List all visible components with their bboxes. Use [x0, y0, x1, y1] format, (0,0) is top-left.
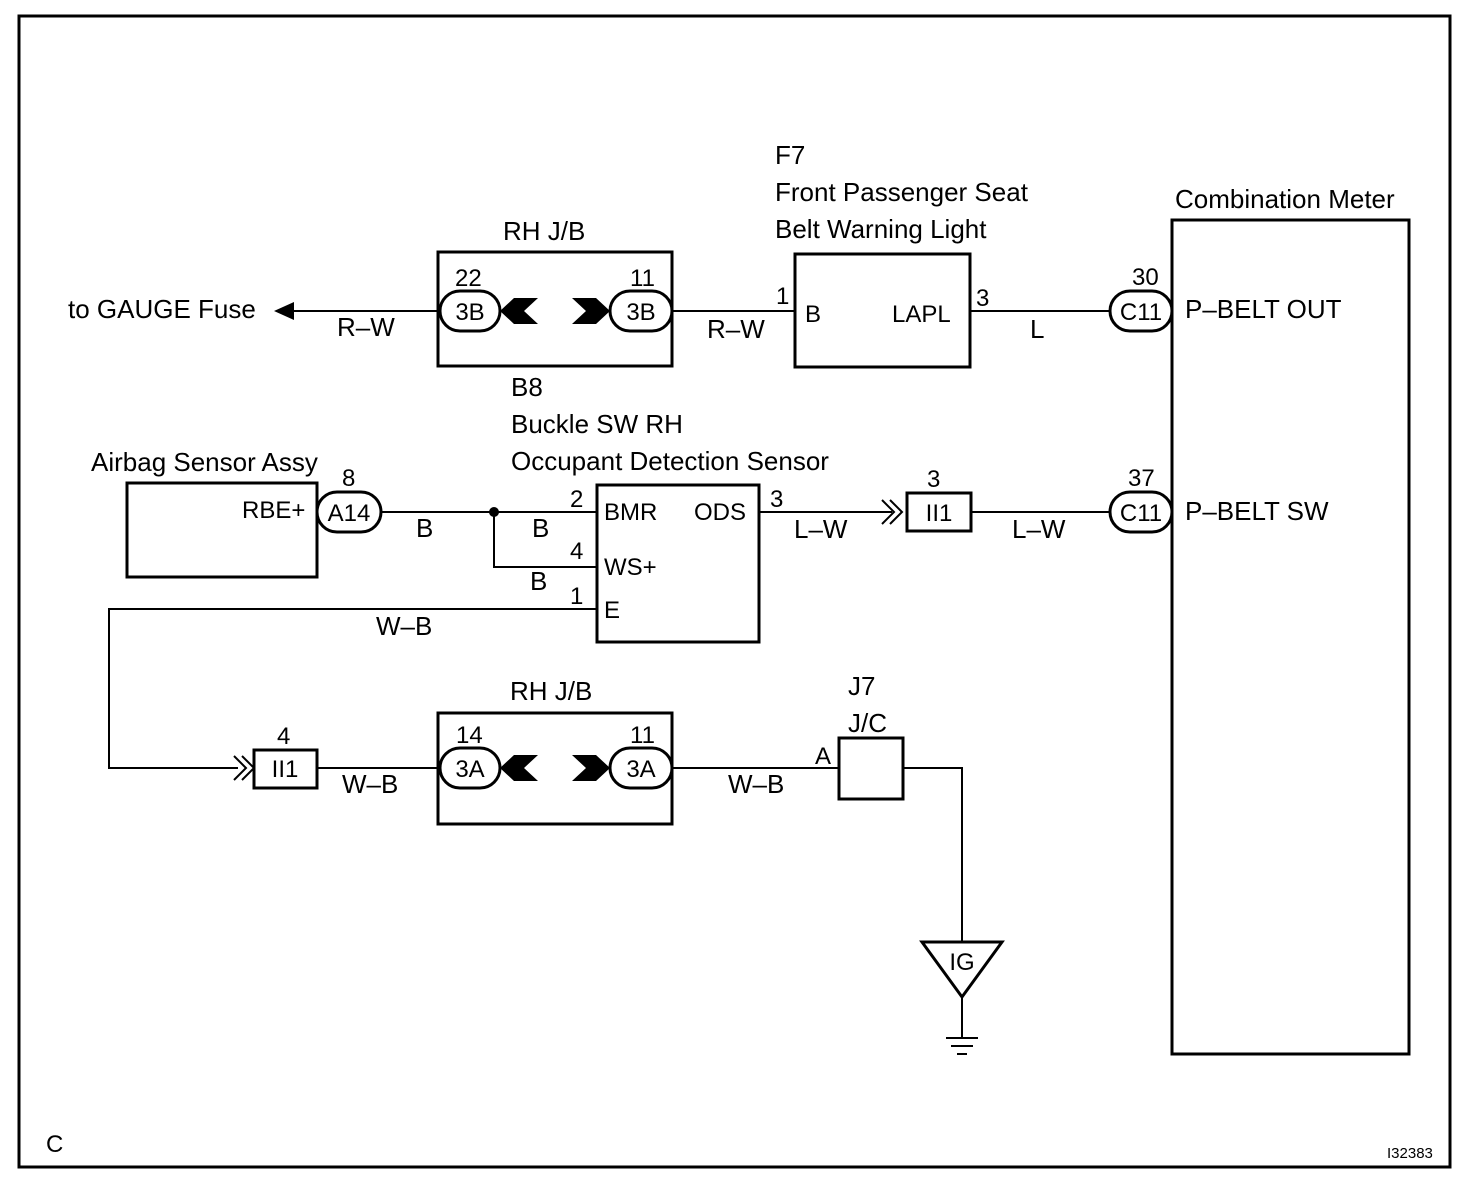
figure-id: I32383: [1387, 1145, 1433, 1162]
wire-color-ii1-to-meter: L–W: [1012, 514, 1066, 544]
ii1-top-box: [905, 491, 973, 533]
connector-a14: [315, 490, 383, 534]
rhjb-top-right-pin: 11: [630, 265, 655, 292]
airbag-term-rbe: RBE+: [242, 497, 305, 524]
wire-color-jb-to-light: R–W: [707, 314, 765, 344]
jc-term: A: [815, 743, 831, 770]
wire-color-e-return: W–B: [376, 611, 432, 641]
meter-pin-top: 30: [1132, 264, 1159, 291]
combination-meter-box: [1170, 218, 1411, 1056]
buckle-term-bmr: BMR: [604, 499, 657, 526]
buckle-term-ods: ODS: [694, 499, 746, 526]
ii1-top-arrow-icon-2: [889, 499, 904, 525]
warning-light: F7 Front Passenger Seat Belt Warning Lig…: [775, 140, 1029, 369]
jc-name: J/C: [848, 708, 887, 738]
ii1-top-arrow-icon: [881, 499, 896, 525]
combination-meter: Combination Meter 30 C11 P–BELT OUT 37 C…: [1108, 184, 1411, 1056]
connector-c11-top: [1108, 289, 1174, 333]
ii1-bottom-pin: 4: [277, 723, 290, 750]
airbag-sensor-box: [125, 481, 319, 579]
ii1-bottom-arrow-icon: [233, 755, 248, 781]
buckle-pin-bmr: 2: [570, 486, 583, 513]
gauge-fuse-label: to GAUGE Fuse: [68, 294, 256, 324]
meter-term-bottom: P–BELT SW: [1185, 496, 1329, 526]
chevron-left-icon: [500, 298, 538, 324]
buckle-switch-name-1: Buckle SW RH: [511, 409, 683, 439]
arrow-left-icon: [274, 302, 294, 320]
warning-light-name-1: Front Passenger Seat: [775, 177, 1029, 207]
ii1-bottom-label: II1: [272, 756, 299, 783]
airbag-pin: 8: [342, 465, 355, 492]
warning-light-pin-lapl: 3: [976, 285, 989, 312]
ii1-bottom: 4 II1: [233, 723, 319, 790]
warning-light-code: F7: [775, 140, 805, 170]
airbag-sensor-name: Airbag Sensor Assy: [91, 447, 318, 477]
connector-c11-top-label: C11: [1120, 299, 1162, 326]
rhjb-top-left-pin: 22: [455, 265, 482, 292]
buckle-pin-ws: 4: [570, 538, 583, 565]
connector-3a-right-label: 3A: [626, 756, 655, 783]
buckle-switch-name-2: Occupant Detection Sensor: [511, 446, 829, 476]
chevron-left-icon-bottom: [500, 755, 538, 781]
buckle-pin-ods: 3: [770, 486, 783, 513]
splice-dot: [489, 507, 499, 517]
connector-a14-label: A14: [328, 500, 371, 527]
wire-jc-to-ground: [903, 767, 963, 942]
rhjb-bottom-left-pin: 14: [456, 722, 483, 749]
rhjb-bottom-right-pin: 11: [630, 722, 655, 749]
warning-light-name-2: Belt Warning Light: [775, 214, 987, 244]
wire-color-junction-to-ws: B: [530, 566, 547, 596]
buckle-term-e: E: [604, 597, 620, 624]
buckle-term-ws: WS+: [604, 554, 657, 581]
wire-color-jb-to-jc: W–B: [728, 769, 784, 799]
buckle-switch-box: [595, 483, 761, 644]
chevron-right-icon-bottom: [572, 755, 610, 781]
warning-light-box: [793, 252, 972, 369]
jc-code: J7: [848, 671, 875, 701]
wires: [108, 310, 1110, 942]
rhjb-top-title: RH J/B: [503, 216, 585, 246]
connector-c11-bottom: [1108, 490, 1174, 534]
ground-ig: IG: [919, 940, 1005, 1055]
ii1-top-pin: 3: [927, 466, 940, 493]
warning-light-term-lapl: LAPL: [892, 301, 951, 328]
buckle-switch: B8 Buckle SW RH Occupant Detection Senso…: [511, 372, 829, 644]
ii1-bottom-box: [252, 748, 319, 790]
ground-label: IG: [949, 949, 974, 976]
meter-term-top: P–BELT OUT: [1185, 294, 1342, 324]
wire-color-fuse-to-jb: R–W: [337, 312, 395, 342]
wire-color-junction-to-bmr: B: [532, 513, 549, 543]
rhjb-top: RH J/B 22 11 3B 3B: [436, 216, 674, 368]
combination-meter-name: Combination Meter: [1175, 184, 1395, 214]
ii1-top: 3 II1: [881, 466, 973, 533]
wire-color-ii1-to-jb: W–B: [342, 769, 398, 799]
jc-box: [837, 736, 905, 801]
chevron-right-icon: [572, 298, 610, 324]
rhjb-bottom-title: RH J/B: [510, 676, 592, 706]
connector-3b-left-label: 3B: [455, 299, 484, 326]
warning-light-pin-b: 1: [776, 283, 789, 310]
wire-e-return: [108, 608, 597, 769]
buckle-switch-code: B8: [511, 372, 543, 402]
corner-letter: C: [46, 1131, 63, 1158]
diagram-frame: [17, 14, 1452, 1169]
connector-3a-left-label: 3A: [455, 756, 484, 783]
connector-c11-bottom-label: C11: [1120, 500, 1162, 527]
wire-color-airbag-to-junction: B: [416, 513, 433, 543]
wire-junction-to-ws: [493, 512, 597, 568]
meter-pin-bottom: 37: [1128, 465, 1155, 492]
junction-connector: J7 J/C A: [815, 671, 905, 801]
ground-triangle-icon: [919, 940, 1005, 1000]
airbag-sensor: Airbag Sensor Assy RBE+ 8 A14: [91, 447, 383, 579]
buckle-pin-e: 1: [570, 583, 583, 610]
wire-color-light-to-meter: L: [1030, 314, 1044, 344]
wire-color-ods-to-ii1: L–W: [794, 514, 848, 544]
ii1-top-label: II1: [926, 500, 953, 527]
connector-3b-right-label: 3B: [626, 299, 655, 326]
warning-light-term-b: B: [805, 301, 821, 328]
ii1-bottom-arrow-icon-2: [241, 755, 256, 781]
rhjb-bottom: RH J/B 14 11 3A 3A: [436, 676, 674, 826]
